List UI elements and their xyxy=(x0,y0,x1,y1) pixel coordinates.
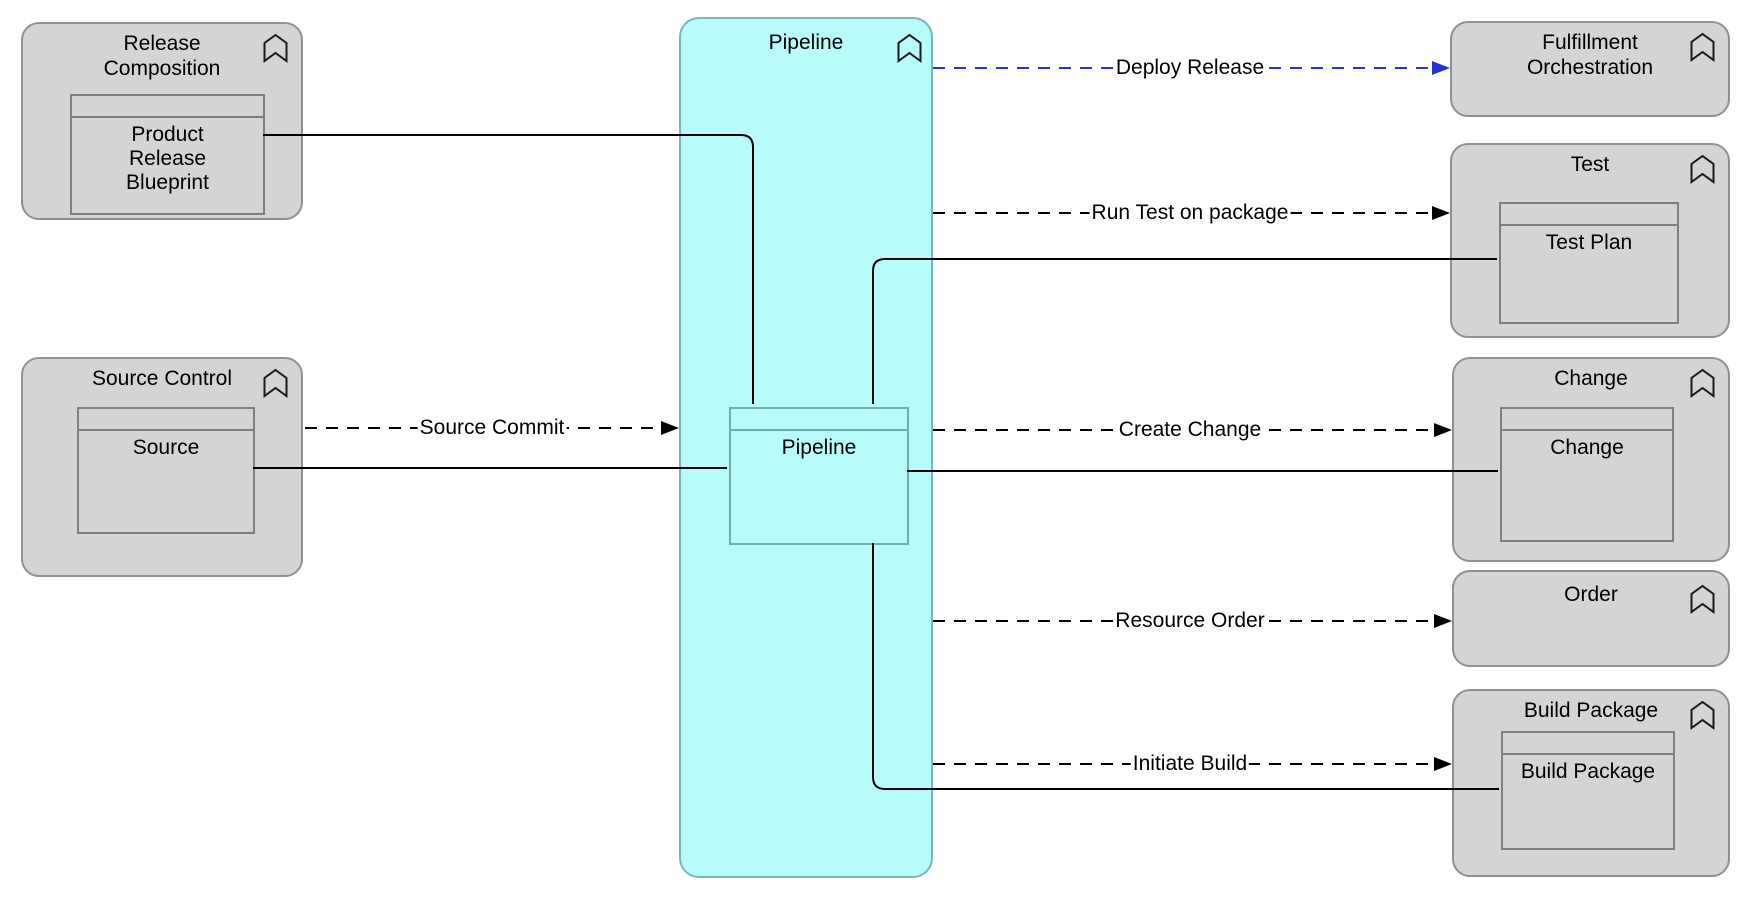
inner-source-label: Source xyxy=(132,436,200,459)
inner-pipeline-label: Pipeline xyxy=(781,436,857,459)
bookmark-icon xyxy=(1689,368,1716,398)
node-build-package-title: Build Package xyxy=(1523,699,1659,722)
bookmark-icon xyxy=(1689,700,1716,730)
inner-box-header xyxy=(1501,204,1677,226)
wire-label-deploy-release: Deploy Release xyxy=(1113,56,1267,80)
connector-run-test-arrowhead xyxy=(1432,206,1450,220)
inner-box-header xyxy=(1502,409,1672,431)
inner-test-plan[interactable]: Test Plan xyxy=(1499,202,1679,324)
wire-label-initiate-build: Initiate Build xyxy=(1130,752,1250,776)
connector-testplan-to-pipeline xyxy=(872,258,1497,404)
node-release-composition[interactable]: Release Composition Product Release Blue… xyxy=(21,22,303,220)
inner-box-header xyxy=(731,409,907,431)
node-order-title: Order xyxy=(1564,583,1618,606)
inner-source[interactable]: Source xyxy=(77,407,255,534)
wire-label-resource-order: Resource Order xyxy=(1113,609,1267,633)
wire-label-source-commit: Source Commit xyxy=(417,416,567,440)
connector-resource-order-arrowhead xyxy=(1434,614,1452,628)
node-build-package[interactable]: Build Package Build Package xyxy=(1452,689,1730,877)
inner-change-label: Change xyxy=(1550,436,1624,459)
node-test[interactable]: Test Test Plan xyxy=(1450,143,1730,338)
bookmark-icon xyxy=(1689,584,1716,614)
inner-change[interactable]: Change xyxy=(1500,407,1674,542)
container-pipeline-title: Pipeline xyxy=(768,31,844,54)
bookmark-icon xyxy=(1689,154,1716,184)
inner-product-release-blueprint-label: Product Release Blueprint xyxy=(126,123,209,194)
node-release-composition-title: Release Composition xyxy=(103,32,221,80)
inner-box-header xyxy=(1503,733,1673,755)
node-source-control[interactable]: Source Control Source xyxy=(21,357,303,577)
node-source-control-title: Source Control xyxy=(91,367,233,390)
inner-box-header xyxy=(72,96,263,118)
connector-create-change-arrowhead xyxy=(1434,423,1452,437)
wire-label-run-test: Run Test on package xyxy=(1089,201,1291,225)
node-change[interactable]: Change Change xyxy=(1452,357,1730,562)
bookmark-icon xyxy=(262,368,289,398)
inner-build-package-label: Build Package xyxy=(1520,760,1656,783)
inner-box-header xyxy=(79,409,253,431)
inner-build-package[interactable]: Build Package xyxy=(1501,731,1675,850)
inner-pipeline[interactable]: Pipeline xyxy=(729,407,909,545)
node-test-title: Test xyxy=(1570,153,1610,176)
node-fulfillment-orchestration-title: Fulfillment Orchestration xyxy=(1526,31,1654,79)
connector-initiate-build-arrowhead xyxy=(1434,757,1452,771)
connector-source-commit-arrowhead xyxy=(661,421,679,435)
wire-label-create-change: Create Change xyxy=(1116,418,1264,442)
node-order[interactable]: Order xyxy=(1452,570,1730,667)
connector-deploy-release-arrowhead xyxy=(1432,61,1450,75)
bookmark-icon xyxy=(262,33,289,63)
node-fulfillment-orchestration[interactable]: Fulfillment Orchestration xyxy=(1450,21,1730,117)
container-pipeline[interactable]: Pipeline Pipeline xyxy=(679,17,933,878)
bookmark-icon xyxy=(896,33,923,63)
inner-test-plan-label: Test Plan xyxy=(1545,231,1633,254)
bookmark-icon xyxy=(1689,32,1716,62)
node-change-title: Change xyxy=(1554,367,1628,390)
inner-product-release-blueprint[interactable]: Product Release Blueprint xyxy=(70,94,265,215)
